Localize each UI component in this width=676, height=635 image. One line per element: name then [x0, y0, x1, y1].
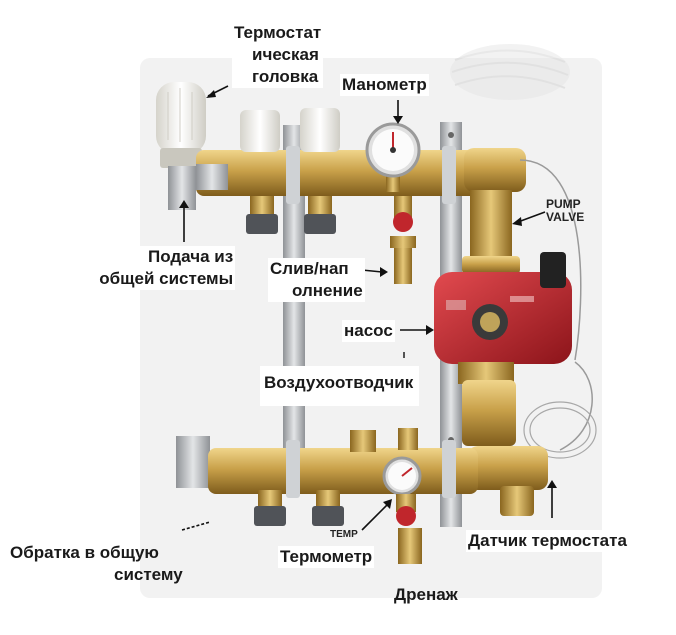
arrow-manometer	[393, 100, 403, 124]
label-sensor: Датчик термостата	[466, 530, 629, 552]
label-drainage: Дренаж	[394, 585, 458, 604]
label-drain-fill: Слив/нап олнение	[268, 258, 365, 302]
label-thermometer: Термометр	[278, 546, 375, 568]
label-pump-valve: PUMP VALVE	[546, 197, 585, 224]
label-return: Обратка в общую систему	[10, 543, 183, 584]
arrow-pump	[400, 325, 434, 335]
arrow-sensor	[547, 480, 557, 518]
arrow-drain-fill	[361, 267, 388, 277]
blurred-mark	[450, 44, 570, 100]
label-temp-small: TEMP	[330, 529, 358, 540]
pump-valve-assembly	[462, 148, 582, 361]
arrow-thermo-head	[206, 85, 229, 98]
fill-drain-valve	[390, 196, 416, 284]
label-thermostatic-head: Термостат ическая головка	[232, 22, 324, 88]
manometer-gauge	[365, 122, 421, 192]
label-air-vent: Воздухоотводчик	[260, 366, 420, 406]
circulation-pump	[434, 252, 572, 384]
arrow-supply	[179, 200, 189, 242]
drain-valve	[396, 494, 422, 564]
thermostatic-head	[156, 82, 206, 210]
arrow-thermometer	[361, 499, 392, 531]
label-supply: Подача из общей системы	[96, 246, 236, 290]
return-pipe	[462, 361, 597, 516]
arrow-pump-valve	[512, 211, 546, 226]
thermometer-gauge	[382, 456, 422, 496]
label-manometer: Манометр	[340, 74, 429, 96]
label-pump: насос	[342, 320, 395, 342]
supply-manifold	[196, 108, 496, 234]
